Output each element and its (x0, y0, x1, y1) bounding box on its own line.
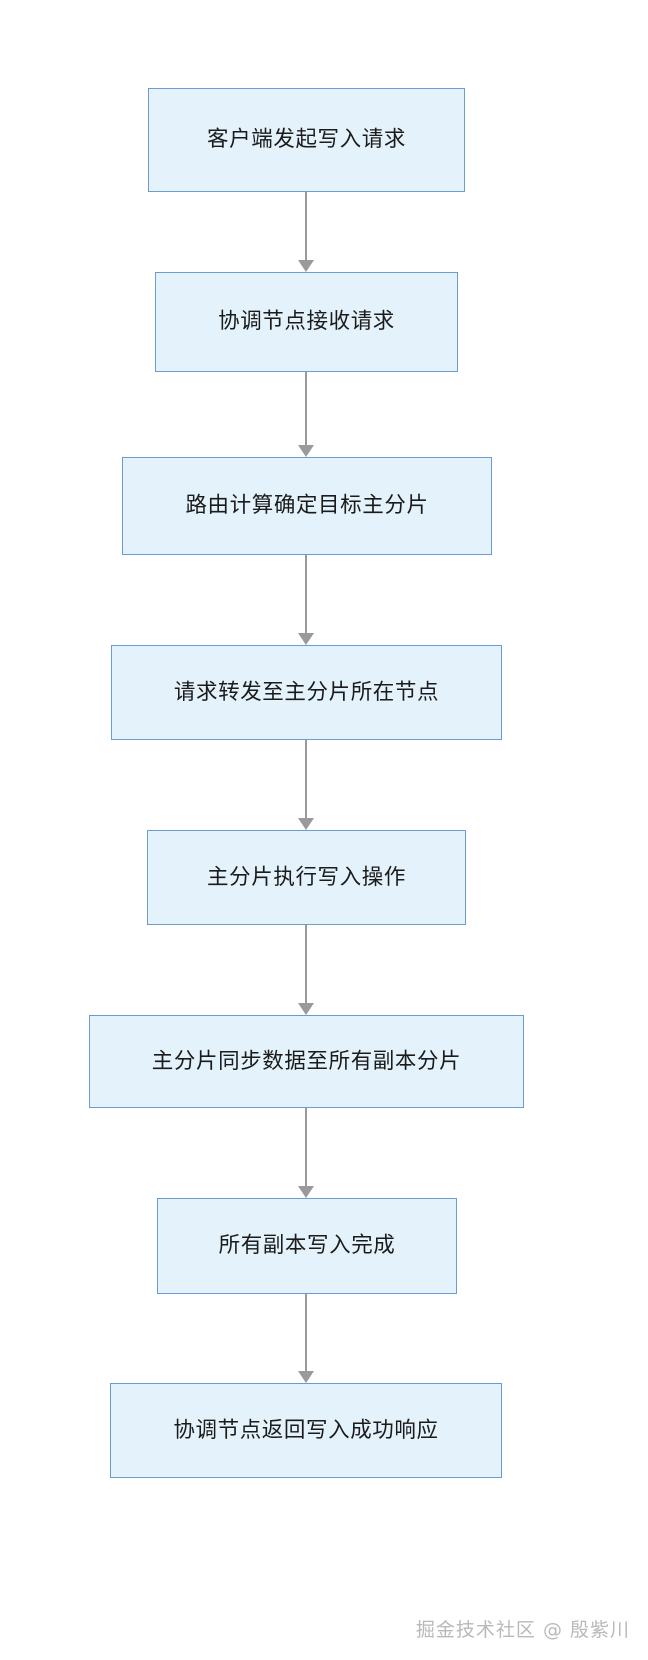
flowchart-node-label: 客户端发起写入请求 (207, 127, 406, 152)
arrow-head-icon (298, 445, 314, 457)
watermark: 掘金技术社区 @ 殷紫川 (415, 1619, 630, 1641)
flowchart-node-label: 请求转发至主分片所在节点 (173, 679, 440, 704)
flowchart-node-n4[interactable]: 请求转发至主分片所在节点 (111, 645, 502, 740)
arrow-head-icon (298, 1371, 314, 1383)
flowchart-node-n6[interactable]: 主分片同步数据至所有副本分片 (89, 1015, 524, 1108)
arrow-head-icon (298, 818, 314, 830)
flowchart-node-label: 路由计算确定目标主分片 (185, 493, 429, 518)
connector-line (305, 555, 307, 634)
flowchart-node-n2[interactable]: 协调节点接收请求 (155, 272, 458, 372)
flowchart-node-label: 协调节点接收请求 (218, 309, 395, 334)
arrow-head-icon (298, 633, 314, 645)
connector-line (305, 372, 307, 446)
flowchart-node-n5[interactable]: 主分片执行写入操作 (147, 830, 466, 925)
connector-line (305, 925, 307, 1004)
flowchart-node-n8[interactable]: 协调节点返回写入成功响应 (110, 1383, 502, 1478)
flowchart-node-label: 所有副本写入完成 (218, 1233, 396, 1258)
flowchart-node-label: 主分片执行写入操作 (207, 864, 406, 889)
flowchart-node-label: 协调节点返回写入成功响应 (173, 1417, 439, 1442)
flowchart-node-label: 主分片同步数据至所有副本分片 (151, 1048, 462, 1073)
flowchart-node-n3[interactable]: 路由计算确定目标主分片 (122, 457, 492, 555)
connector-line (305, 1108, 307, 1187)
connector-line (305, 1294, 307, 1372)
flowchart-node-n1[interactable]: 客户端发起写入请求 (148, 88, 465, 192)
arrow-head-icon (298, 260, 314, 272)
connector-line (305, 192, 307, 261)
flowchart-node-n7[interactable]: 所有副本写入完成 (157, 1198, 457, 1294)
arrow-head-icon (298, 1186, 314, 1198)
arrow-head-icon (298, 1003, 314, 1015)
connector-line (305, 740, 307, 819)
